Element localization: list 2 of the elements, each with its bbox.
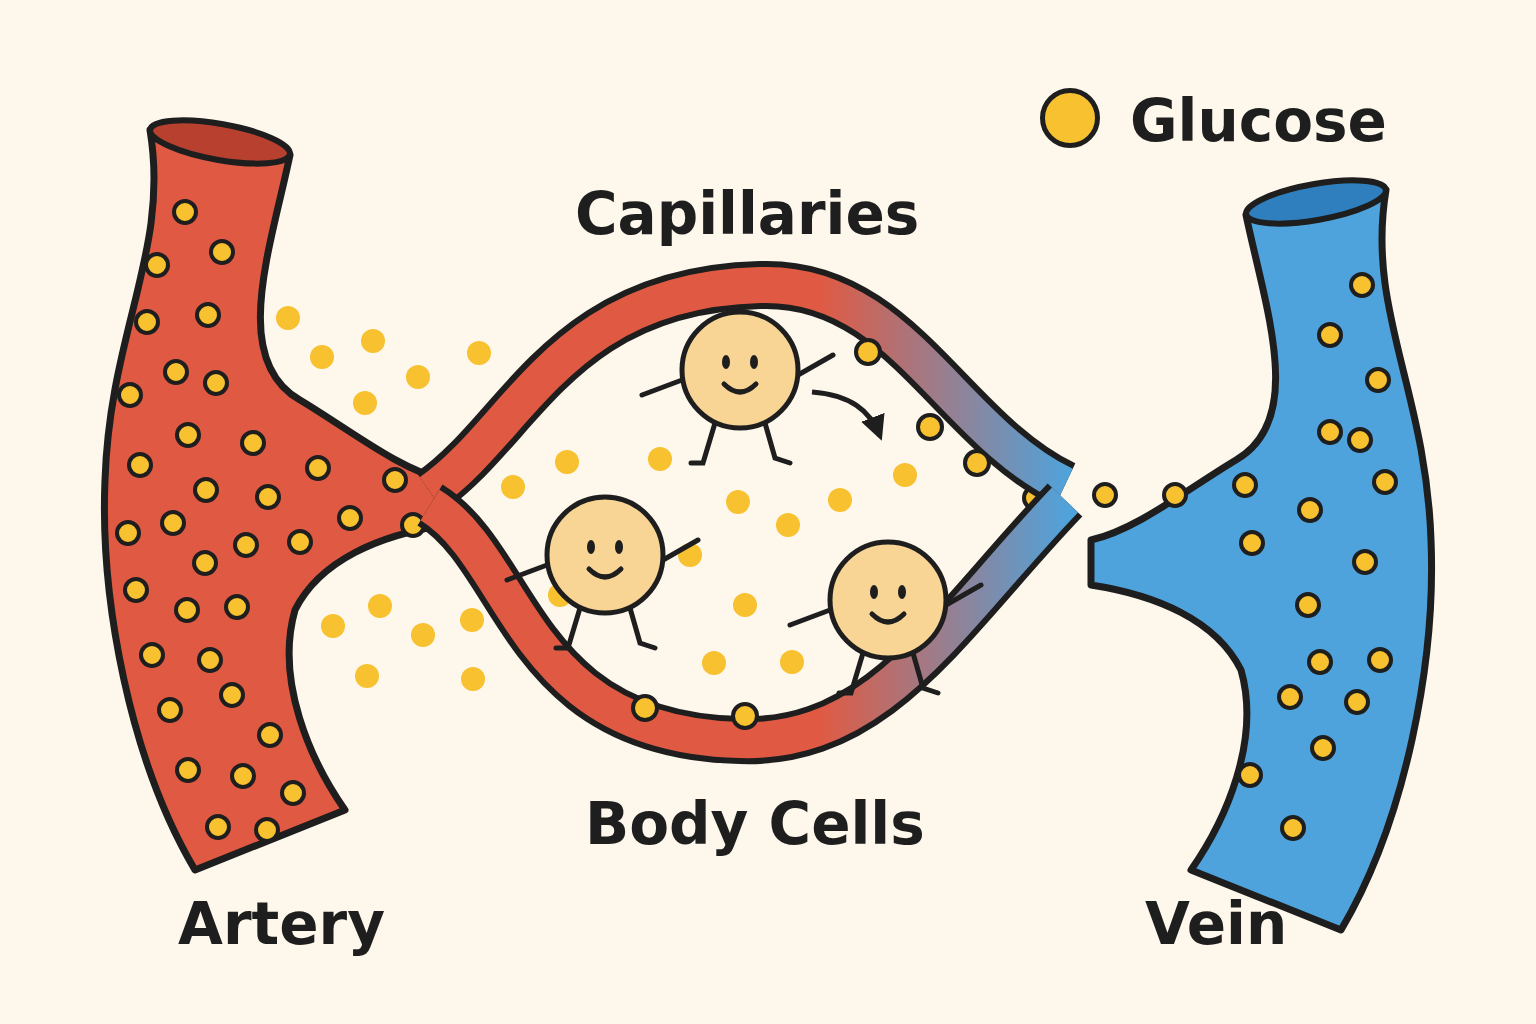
vessel-label: Vein [1145,895,1288,953]
legend-label: Glucose [1130,92,1387,150]
